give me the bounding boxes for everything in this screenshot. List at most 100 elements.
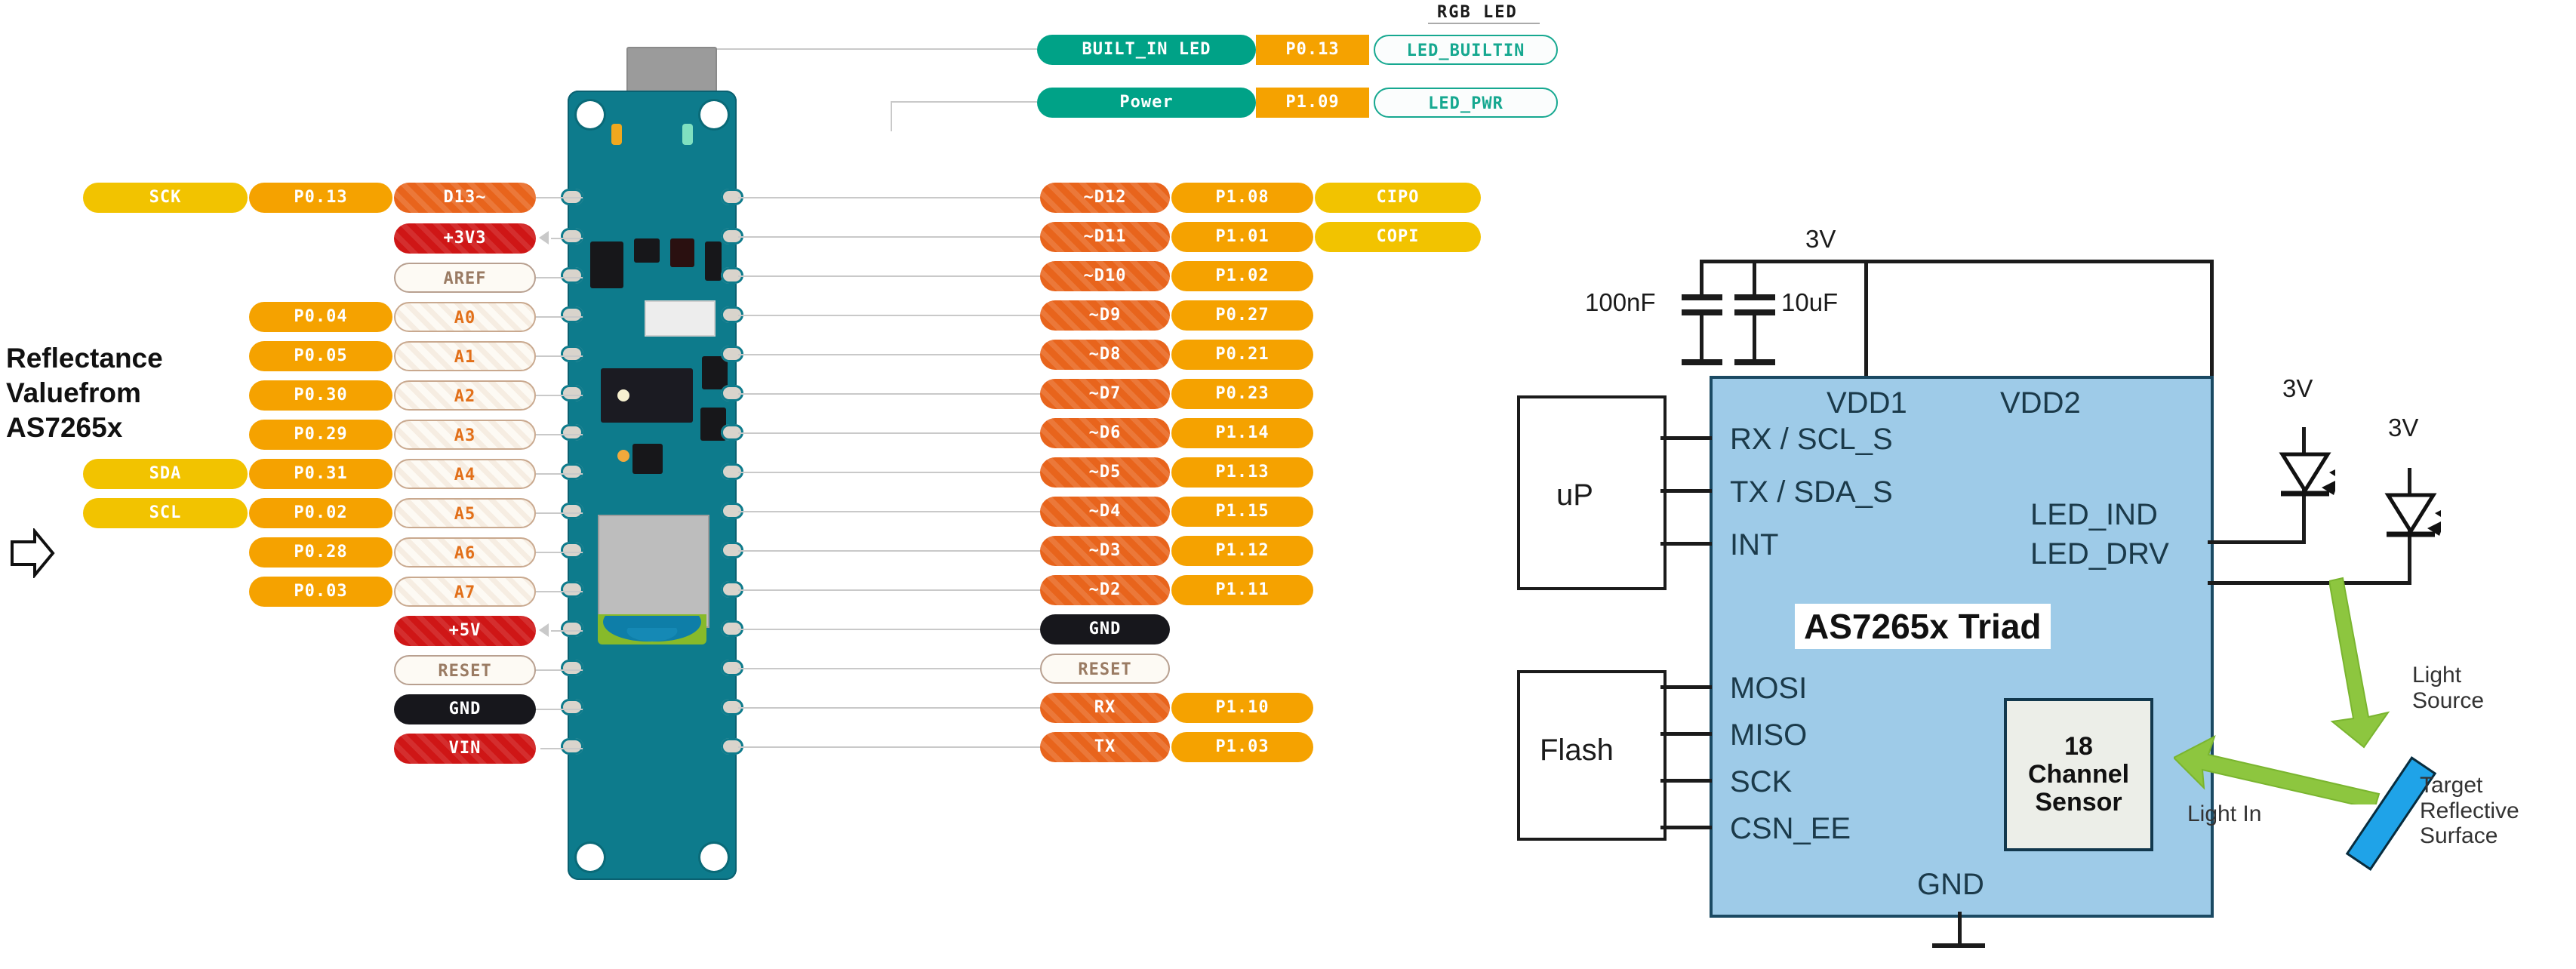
right-pin-1-name: ~D11 bbox=[1040, 222, 1170, 252]
left-pin-2-name: AREF bbox=[394, 263, 536, 293]
right-pin-14-port: P1.03 bbox=[1171, 732, 1313, 762]
led-power-indicator bbox=[682, 124, 693, 145]
chip-pin-rx-scl: RX / SCL_S bbox=[1730, 423, 1893, 456]
board-chip-nrf bbox=[601, 368, 693, 423]
arduino-nano-board bbox=[561, 91, 743, 880]
left-pin-10-name: A7 bbox=[394, 577, 536, 607]
board-pad-right-3 bbox=[721, 306, 743, 323]
gnd-wire bbox=[1958, 912, 1962, 946]
right-pin-8-name: ~D4 bbox=[1040, 497, 1170, 527]
left-leader-2 bbox=[536, 277, 583, 278]
cap2-plate-top bbox=[1734, 294, 1775, 300]
right-pin-13-name: RX bbox=[1040, 693, 1170, 723]
right-leader-6 bbox=[738, 432, 1040, 434]
right-pin-0-port: P1.08 bbox=[1171, 183, 1313, 213]
flash-label: Flash bbox=[1540, 734, 1614, 767]
board-pad-left-10 bbox=[561, 581, 583, 598]
left-leader-3 bbox=[536, 316, 583, 318]
right-arrow-outline-icon bbox=[11, 528, 55, 578]
right-leader-10 bbox=[738, 589, 1040, 591]
board-pad-right-1 bbox=[721, 228, 743, 245]
board-pad-right-13 bbox=[721, 699, 743, 715]
led-indicator-icon bbox=[2279, 452, 2335, 497]
right-pin-6-name: ~D6 bbox=[1040, 418, 1170, 448]
left-pin-5-name: A2 bbox=[394, 380, 536, 411]
led2-supply-label: 3V bbox=[2388, 414, 2419, 441]
board-pad-left-7 bbox=[561, 463, 583, 480]
led-drv-wire bbox=[2208, 581, 2411, 585]
right-leader-8 bbox=[738, 511, 1040, 512]
board-pad-right-2 bbox=[721, 267, 743, 284]
rgb-row1-port: P1.09 bbox=[1256, 88, 1369, 118]
left-arrow-1 bbox=[539, 231, 549, 245]
right-pin-4-name: ~D8 bbox=[1040, 340, 1170, 370]
sensor-word: Sensor bbox=[2035, 787, 2122, 817]
left-pin-14-name: VIN bbox=[394, 734, 536, 764]
sensor-count: 18 bbox=[2064, 732, 2093, 761]
board-pad-left-8 bbox=[561, 503, 583, 519]
left-pin-9-port: P0.28 bbox=[249, 537, 392, 568]
right-pin-7-name: ~D5 bbox=[1040, 457, 1170, 488]
left-pin-0-function: SCK bbox=[83, 183, 248, 213]
right-pin-12-name: RESET bbox=[1040, 654, 1170, 684]
right-pin-11-name: GND bbox=[1040, 614, 1170, 644]
left-pin-0-name: D13~ bbox=[394, 183, 536, 213]
chip-pin-gnd: GND bbox=[1917, 868, 1984, 901]
left-leader-7 bbox=[536, 473, 583, 475]
rgb-leader-1-drop bbox=[891, 101, 892, 131]
board-pad-right-10 bbox=[721, 581, 743, 598]
board-pad-right-11 bbox=[721, 620, 743, 637]
flash-wire-0 bbox=[1660, 685, 1712, 689]
board-pad-left-11 bbox=[561, 620, 583, 637]
flash-block bbox=[1517, 670, 1667, 841]
right-leader-13 bbox=[738, 707, 1040, 709]
left-leader-8 bbox=[536, 512, 583, 514]
cap2-plate-bottom bbox=[1734, 309, 1775, 315]
right-leader-11 bbox=[738, 629, 1040, 630]
board-pad-left-6 bbox=[561, 424, 583, 441]
left-pin-4-port: P0.05 bbox=[249, 341, 392, 371]
vdd2-label: VDD2 bbox=[2000, 386, 2081, 420]
board-pad-left-4 bbox=[561, 346, 583, 362]
board-chip-7 bbox=[632, 444, 663, 474]
microcontroller-label: uP bbox=[1556, 478, 1593, 512]
board-pad-right-12 bbox=[721, 660, 743, 676]
flash-wire-1 bbox=[1660, 732, 1712, 736]
rgb-leader-0 bbox=[669, 48, 1037, 50]
board-pad-right-8 bbox=[721, 503, 743, 519]
right-pin-0-function: CIPO bbox=[1315, 183, 1481, 213]
board-pad-right-9 bbox=[721, 542, 743, 558]
left-leader-4 bbox=[536, 355, 583, 357]
right-pin-5-port: P0.23 bbox=[1171, 379, 1313, 409]
left-pin-10-port: P0.03 bbox=[249, 577, 392, 607]
rgb-row0-alias: LED_BUILTIN bbox=[1374, 35, 1558, 65]
vdd1-label: VDD1 bbox=[1827, 386, 1907, 420]
board-pad-right-5 bbox=[721, 385, 743, 401]
rgb-row1-function: Power bbox=[1037, 88, 1256, 118]
right-pin-13-port: P1.10 bbox=[1171, 693, 1313, 723]
cap1-lead-top bbox=[1700, 260, 1703, 296]
sensor-channel-word: Channel bbox=[2027, 760, 2130, 789]
right-pin-5-name: ~D7 bbox=[1040, 379, 1170, 409]
left-pin-8-port: P0.02 bbox=[249, 498, 392, 528]
right-leader-4 bbox=[738, 354, 1040, 355]
right-pin-10-name: ~D2 bbox=[1040, 575, 1170, 605]
cap1-label: 100nF bbox=[1585, 288, 1656, 316]
mount-hole-tl bbox=[577, 101, 604, 128]
vdd2-wire bbox=[2210, 260, 2214, 379]
board-chip-1 bbox=[590, 241, 623, 288]
chip-pin-tx-sda: TX / SDA_S bbox=[1730, 475, 1893, 509]
board-led-white bbox=[617, 389, 629, 401]
left-pin-3-port: P0.04 bbox=[249, 302, 392, 332]
rgb-row0-port: P0.13 bbox=[1256, 35, 1369, 65]
led-ind-wire bbox=[2208, 540, 2306, 544]
left-leader-14 bbox=[540, 748, 583, 749]
board-chip-4 bbox=[705, 241, 722, 281]
left-pin-6-port: P0.29 bbox=[249, 420, 392, 450]
mount-hole-tr bbox=[700, 101, 728, 128]
right-pin-7-port: P1.13 bbox=[1171, 457, 1313, 488]
led1-supply-label: 3V bbox=[2282, 374, 2313, 402]
board-chip-3 bbox=[670, 238, 694, 267]
right-leader-5 bbox=[738, 393, 1040, 395]
